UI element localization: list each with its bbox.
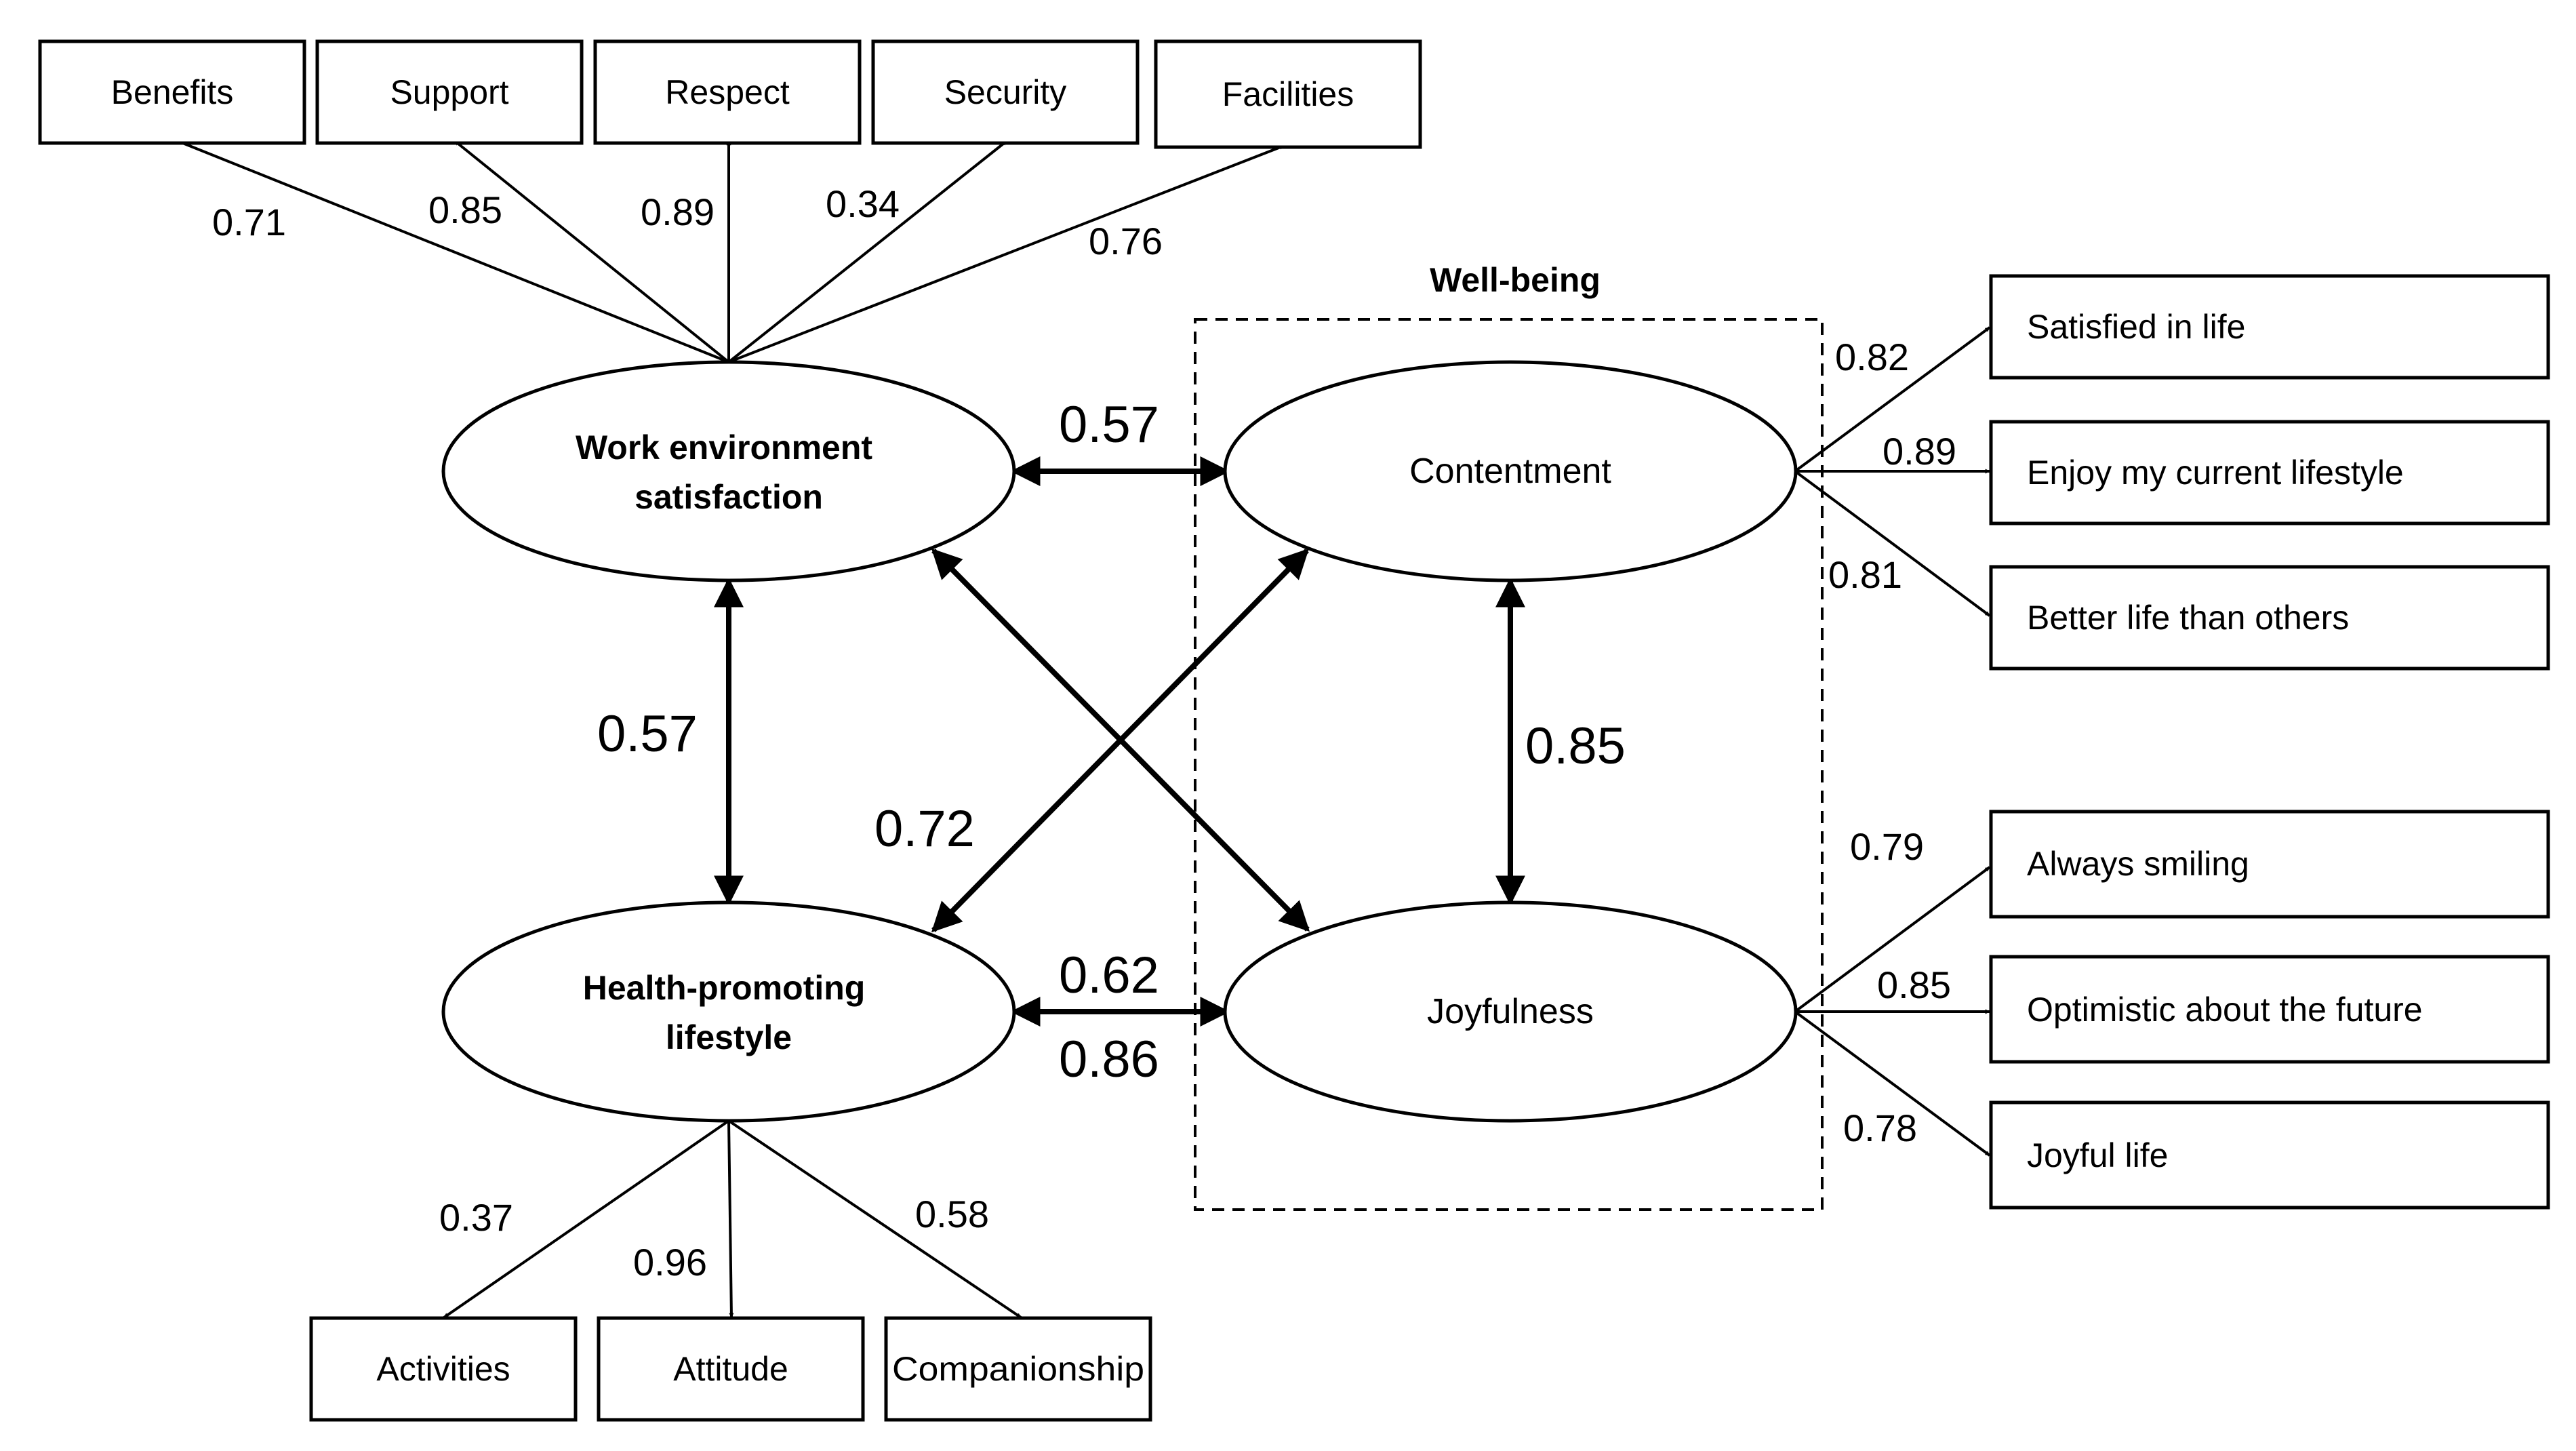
arrow-support	[454, 140, 730, 363]
indicator-optimistic: Optimistic about the future	[1989, 955, 2550, 1064]
corr-value-work-health: 0.57	[597, 705, 698, 763]
indicator-label: Enjoy my current lifestyle	[2027, 454, 2404, 492]
indicator-label: Optimistic about the future	[2027, 991, 2423, 1029]
corr-value-health-contentment: 0.72	[874, 800, 975, 858]
loading-satisfied: 0.82	[1835, 336, 1909, 378]
loading-better: 0.81	[1828, 553, 1902, 596]
construct-label-line-2: satisfaction	[635, 478, 823, 516]
indicator-label: Respect	[665, 73, 790, 111]
indicator-support: Support	[315, 39, 584, 145]
construct-health-lifestyle: Health-promoting lifestyle	[441, 900, 1016, 1123]
loading-security: 0.34	[826, 182, 900, 225]
indicator-label: Facilities	[1222, 75, 1354, 113]
indicator-respect: Respect	[593, 39, 862, 145]
corr-value-health-joyfulness-upper: 0.62	[1059, 947, 1159, 1004]
arrow-security	[727, 140, 1008, 363]
indicator-satisfied-in-life: Satisfied in life	[1989, 274, 2550, 380]
well-being-label: Well-being	[1430, 261, 1601, 299]
indicator-enjoy-lifestyle: Enjoy my current lifestyle	[1989, 420, 2550, 525]
correlations	[714, 456, 1525, 1027]
arrow-facilities	[728, 144, 1285, 363]
contentment-loadings	[1794, 326, 1991, 617]
health-loadings	[443, 1119, 1022, 1319]
construct-joyfulness: Joyfulness	[1223, 900, 1798, 1123]
loading-joyful: 0.78	[1843, 1107, 1917, 1149]
construct-label: Contentment	[1409, 452, 1611, 491]
arrow-satisfied	[1794, 326, 1991, 473]
loading-support: 0.85	[428, 188, 502, 231]
indicator-label: Always smiling	[2027, 845, 2249, 883]
arrow-companionship	[727, 1119, 1022, 1319]
indicator-label: Companionship	[892, 1350, 1144, 1388]
loading-values: 0.71 0.85 0.89 0.34 0.76 0.82 0.89 0.81 …	[212, 182, 1956, 1284]
corr-value-health-joyfulness-lower: 0.86	[1059, 1031, 1159, 1088]
indicator-always-smiling: Always smiling	[1989, 810, 2550, 919]
work-env-loadings	[177, 140, 1285, 363]
arrow-better	[1794, 470, 1991, 617]
construct-label-line-1: Work environment	[576, 429, 872, 466]
construct-contentment: Contentment	[1223, 360, 1798, 582]
indicator-label: Security	[944, 73, 1067, 111]
loading-activities: 0.37	[439, 1196, 513, 1239]
indicator-facilities: Facilities	[1154, 39, 1422, 149]
loading-smiling: 0.79	[1850, 825, 1924, 868]
arrow-activities	[443, 1119, 730, 1319]
arrow-benefits	[177, 140, 729, 363]
loading-enjoy: 0.89	[1883, 430, 1956, 473]
indicator-attitude: Attitude	[597, 1316, 865, 1422]
construct-label-line-2: lifestyle	[666, 1018, 792, 1056]
arrow-attitude	[727, 1120, 734, 1318]
indicator-joyful-life: Joyful life	[1989, 1100, 2550, 1210]
joyfulness-loadings	[1794, 866, 1991, 1157]
indicator-label: Support	[390, 73, 508, 111]
indicator-benefits: Benefits	[38, 39, 306, 145]
indicator-label: Joyful life	[2027, 1136, 2168, 1174]
arrow-smiling	[1794, 866, 1991, 1013]
indicator-security: Security	[871, 39, 1140, 145]
construct-label: Joyfulness	[1427, 992, 1594, 1031]
construct-label: Work environment satisfaction	[576, 429, 882, 516]
corr-value-work-contentment: 0.57	[1059, 396, 1159, 454]
indicator-label: Activities	[376, 1350, 510, 1388]
indicator-label: Attitude	[673, 1350, 788, 1388]
indicator-companionship: Companionship	[884, 1316, 1152, 1422]
indicator-label: Satisfied in life	[2027, 308, 2245, 346]
correlation-values: 0.57 0.57 0.72 0.85 0.62 0.86	[597, 396, 1626, 1088]
indicator-label: Benefits	[111, 73, 234, 111]
construct-label-line-1: Health-promoting	[583, 969, 866, 1007]
construct-work-environment: Work environment satisfaction	[441, 360, 1016, 582]
loading-facilities: 0.76	[1089, 220, 1163, 262]
loading-optimistic: 0.85	[1877, 963, 1951, 1006]
corr-health-contentment	[931, 548, 1310, 933]
loading-attitude: 0.96	[633, 1241, 707, 1284]
loading-respect: 0.89	[641, 191, 715, 233]
loading-companionship: 0.58	[915, 1193, 989, 1235]
indicator-label: Better life than others	[2027, 599, 2349, 637]
corr-value-contentment-joyfulness: 0.85	[1525, 717, 1626, 775]
indicator-better-life: Better life than others	[1989, 565, 2550, 671]
arrow-joyful	[1794, 1010, 1991, 1157]
loading-benefits: 0.71	[212, 201, 286, 243]
construct-label: Health-promoting lifestyle	[583, 969, 875, 1056]
indicator-activities: Activities	[309, 1316, 578, 1422]
